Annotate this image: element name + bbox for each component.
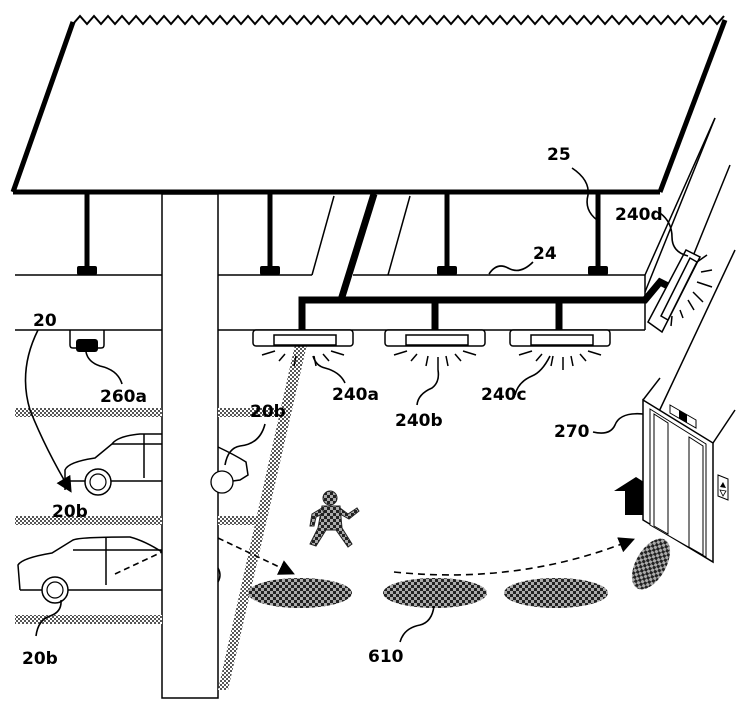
car-top: [64, 433, 249, 496]
light-fixture-240c: [509, 329, 611, 370]
label-elevator: 270: [554, 422, 590, 442]
pillar: [161, 193, 219, 699]
hanger-mount: [588, 266, 608, 275]
wiring-conduit: [298, 192, 674, 330]
hanger-mount: [260, 266, 280, 275]
label-ceiling-slab: 25: [547, 145, 571, 165]
car-bottom: [17, 536, 221, 604]
light-beam: [218, 340, 308, 690]
label-light-d: 240d: [615, 205, 663, 225]
sensor-260a: [69, 330, 105, 352]
label-sensor: 260a: [100, 387, 147, 407]
light-fixture-240a: [252, 329, 354, 367]
guide-spot: [504, 578, 608, 608]
elevator-call-button-icon: [717, 474, 729, 501]
light-fixture-240d: [647, 249, 713, 334]
label-guide-pattern: 610: [368, 647, 404, 667]
light-fixture-240b: [384, 329, 486, 370]
ceiling-hangers: [77, 194, 608, 275]
label-beam: 24: [533, 244, 557, 264]
label-space-top-right: 20b: [250, 402, 286, 422]
label-light-c: 240c: [481, 385, 527, 405]
guide-path: [114, 537, 635, 576]
label-parking-area: 20: [33, 311, 57, 331]
hanger-mount: [437, 266, 457, 275]
guide-spot: [248, 578, 352, 608]
person-walking-icon: [309, 490, 360, 548]
label-space-bottom-left: 20b: [22, 649, 58, 669]
parking-stripes: [15, 408, 278, 624]
leader-lines: [24, 167, 689, 643]
hanger-mount: [77, 266, 97, 275]
elevator-270: [642, 377, 736, 564]
label-light-b: 240b: [395, 411, 443, 431]
label-space-middle-left: 20b: [52, 502, 88, 522]
ceiling-slab: [10, 14, 728, 195]
guide-spot: [383, 578, 487, 608]
guide-pattern-spots: [248, 538, 671, 608]
guide-spot: [631, 538, 671, 590]
label-light-a: 240a: [332, 385, 379, 405]
